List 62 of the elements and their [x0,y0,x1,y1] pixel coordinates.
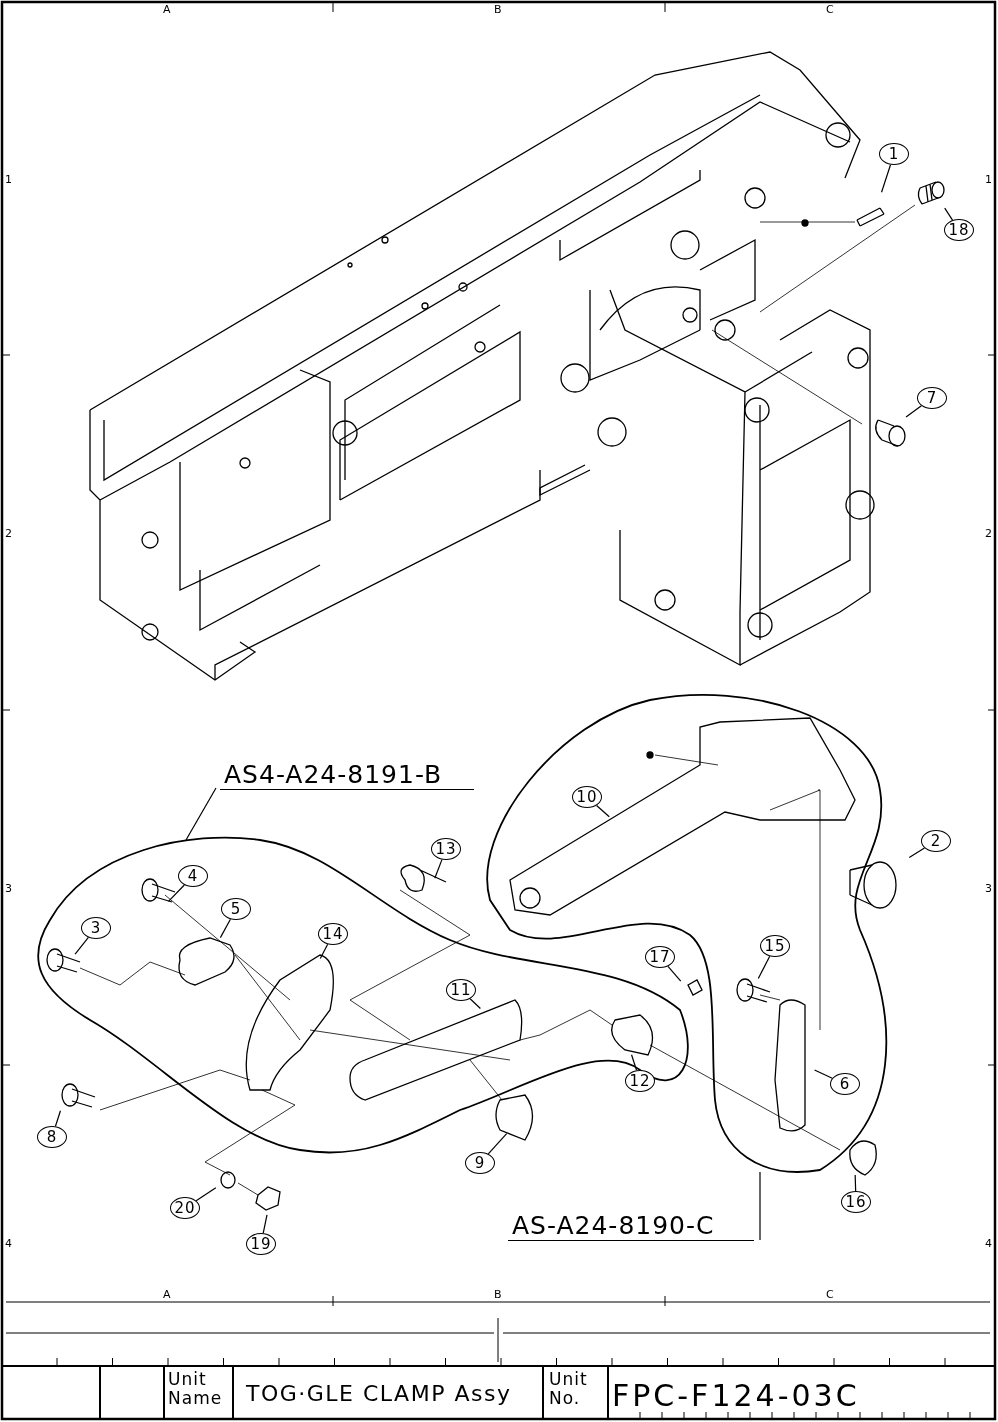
grid-reference: B [494,3,502,16]
grid-reference: B [494,1288,502,1301]
leader-line [759,1171,761,1241]
callout-number: 17 [645,946,675,968]
callout-number: 19 [246,1233,276,1255]
leader-line [319,943,329,960]
grid-reference: 2 [985,527,992,540]
callout-number: 10 [572,786,602,808]
unit-name-text: TOG·GLE CLAMP Assy [246,1381,512,1406]
leader-line [630,1054,638,1071]
leader-line [880,164,892,193]
grid-reference: 2 [5,527,12,540]
grid-reference: 4 [5,1237,12,1250]
leader-line [219,918,232,939]
leader-line [757,955,771,980]
field-label: Unit Name [168,1370,224,1408]
part-number-label: AS4-A24-8191-B [220,760,474,790]
callout-number: 9 [465,1152,495,1174]
leader-line [667,965,682,982]
part-number-label: AS-A24-8190-C [508,1211,754,1241]
leader-line [54,1110,62,1127]
leader-line [487,1133,508,1155]
grid-reference: 4 [985,1237,992,1250]
grid-reference: 1 [5,173,12,186]
leader-line [185,787,217,841]
callout-number: 20 [170,1197,200,1219]
leader-line [944,207,954,221]
callout-number: 11 [446,979,476,1001]
leader-line [908,847,926,858]
unit-number-text: FPC-F124-03C [612,1378,860,1413]
callout-number: 4 [178,865,208,887]
callout-number: 6 [830,1073,860,1095]
leader-line [195,1187,217,1202]
callout-number: 3 [81,917,111,939]
grid-reference: 3 [985,882,992,895]
callout-number: 14 [318,923,348,945]
leader-line [905,405,922,418]
grid-reference: A [163,1288,171,1301]
leader-line [262,1214,268,1234]
callout-number: 13 [431,838,461,860]
callout-number: 15 [760,935,790,957]
leader-line [595,804,610,818]
leader-line [469,998,481,1010]
leader-line [74,936,89,955]
callout-number: 18 [944,219,974,241]
leader-line [854,1174,857,1192]
callout-number: 8 [37,1126,67,1148]
callout-number: 2 [921,830,951,852]
callout-number: 7 [917,387,947,409]
callout-number: 5 [221,898,251,920]
field-label: Unit No. [549,1370,589,1408]
grid-reference: C [826,1288,834,1301]
grid-reference: A [163,3,171,16]
grid-reference: 1 [985,173,992,186]
callout-number: 16 [841,1191,871,1213]
callout-number: 12 [625,1070,655,1092]
leader-line [167,884,185,902]
leader-line [813,1069,833,1079]
leader-line [434,859,443,879]
grid-reference: C [826,3,834,16]
callout-number: 1 [879,143,909,165]
grid-reference: 3 [5,882,12,895]
